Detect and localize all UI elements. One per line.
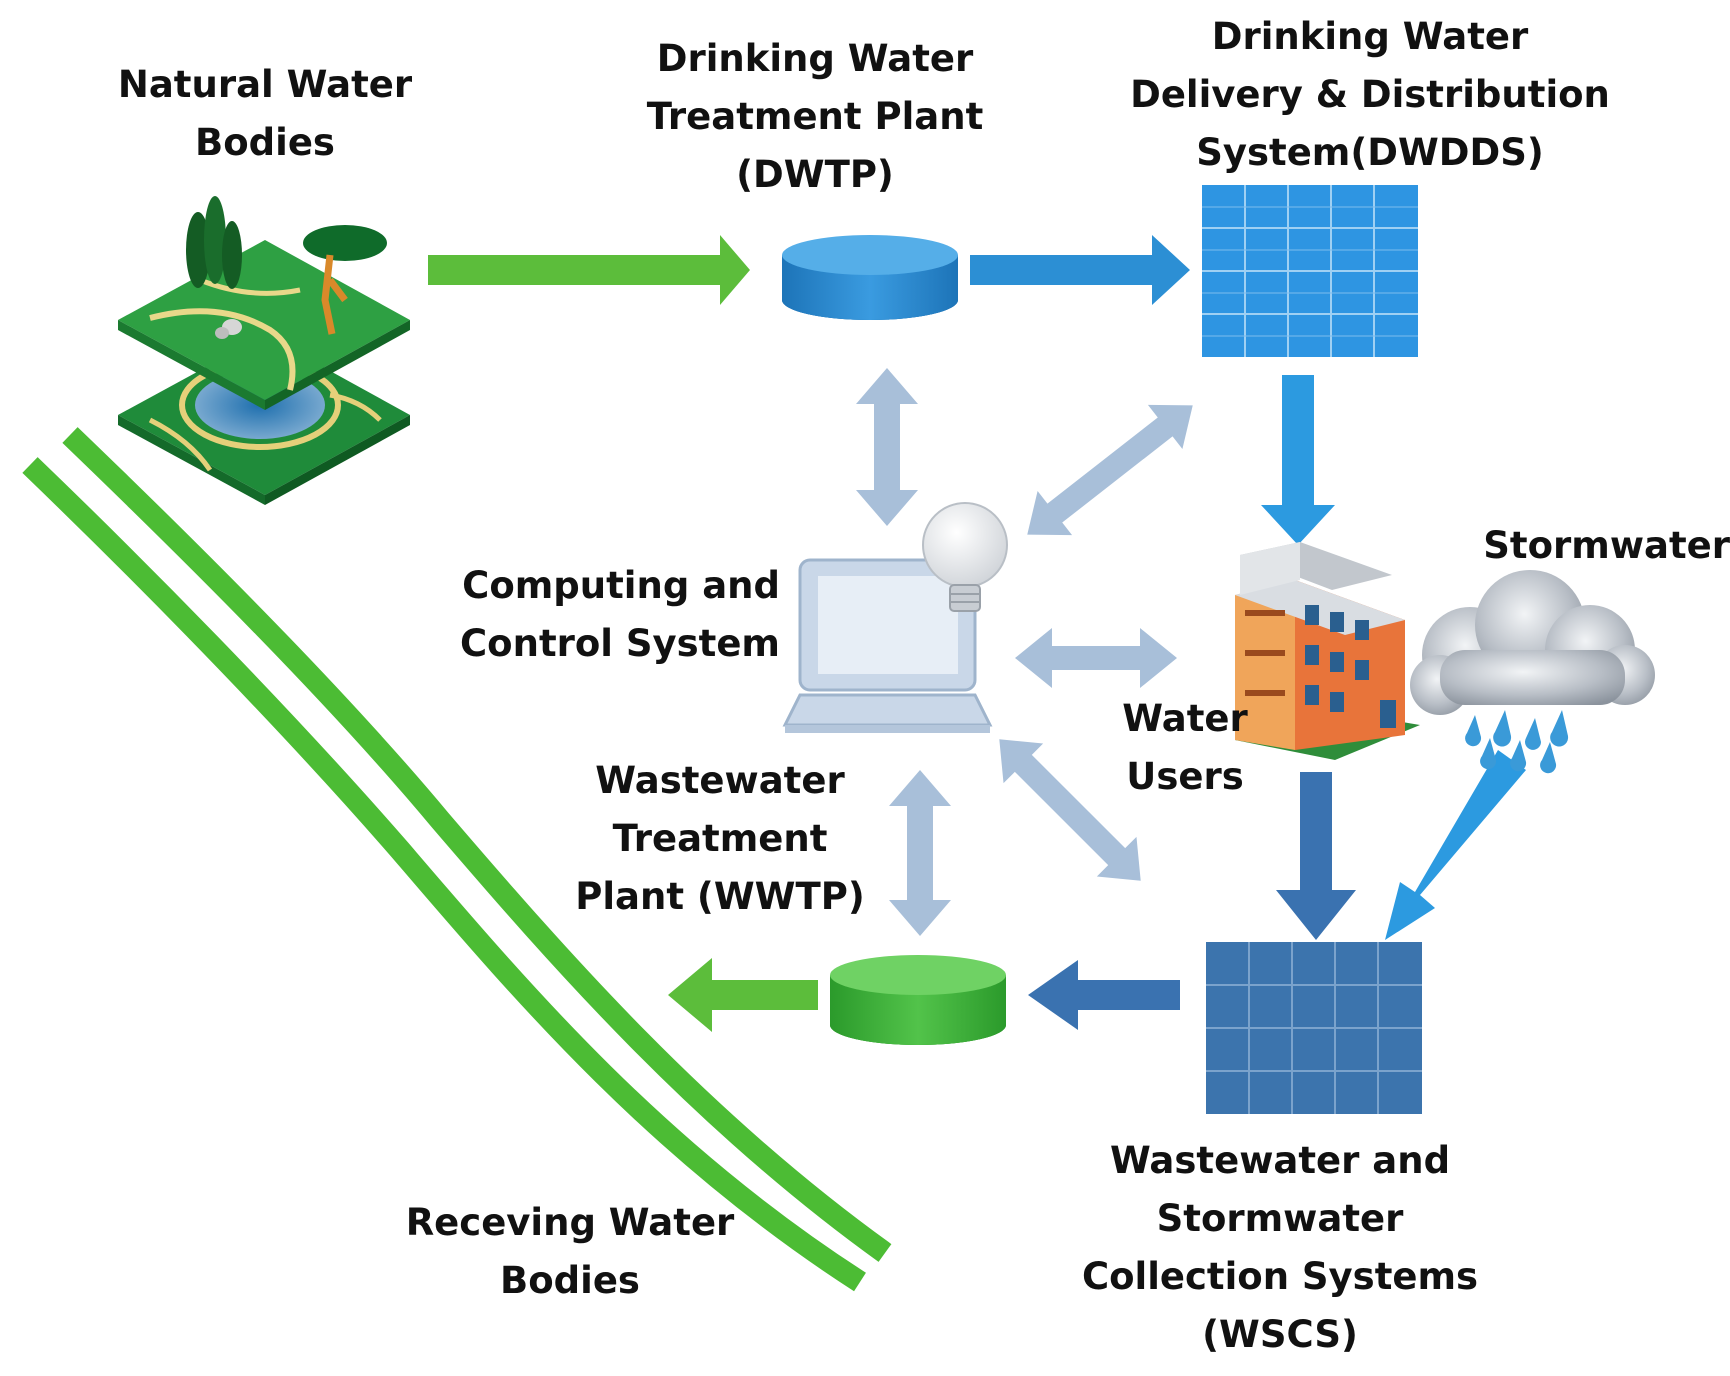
label-computing-control: Computing and Control System — [460, 564, 780, 665]
landscape-icon — [118, 196, 410, 505]
label-dwdds: Drinking Water Delivery & Distribution S… — [1130, 15, 1610, 174]
label-dwtp: Drinking Water Treatment Plant (DWTP) — [646, 37, 984, 196]
tank-icon — [830, 955, 1006, 1045]
flow-arrow-wscs-to-wwtp — [1028, 960, 1180, 1030]
river-icon — [22, 427, 892, 1292]
label-water-users: Water Users — [1122, 697, 1248, 798]
link-computing-users — [1015, 628, 1177, 688]
label-stormwater: Stormwater — [1483, 524, 1730, 567]
flow-arrow-wwtp-to-receiving — [668, 958, 818, 1032]
link-computing-wscs — [999, 739, 1141, 881]
flow-arrow-dwtp-to-dwdds — [970, 235, 1190, 305]
label-receiving-water-bodies: Receving Water Bodies — [405, 1201, 735, 1302]
storm-cloud-icon — [1410, 570, 1655, 774]
flow-arrow-users-to-wscs — [1276, 772, 1356, 940]
data-links — [856, 368, 1193, 936]
flow-arrow-natural-to-dwtp — [428, 235, 750, 305]
label-natural-water-bodies: Natural Water Bodies — [117, 63, 413, 164]
link-computing-dwtp — [856, 368, 918, 526]
label-wscs: Wastewater and Stormwater Collection Sys… — [1081, 1139, 1479, 1356]
flow-arrow-storm-to-wscs — [1385, 750, 1526, 940]
grid-icon — [1202, 185, 1418, 357]
flow-arrow-dwdds-to-users — [1261, 375, 1335, 545]
building-icon — [1235, 542, 1420, 760]
tank-icon — [782, 235, 958, 320]
link-computing-wwtp — [889, 770, 951, 936]
link-computing-dwdds — [1027, 404, 1193, 536]
lightbulb-icon — [922, 502, 1008, 612]
grid-icon — [1206, 942, 1422, 1114]
label-wwtp: Wastewater Treatment Plant (WWTP) — [575, 759, 865, 918]
laptop-icon — [782, 558, 993, 733]
